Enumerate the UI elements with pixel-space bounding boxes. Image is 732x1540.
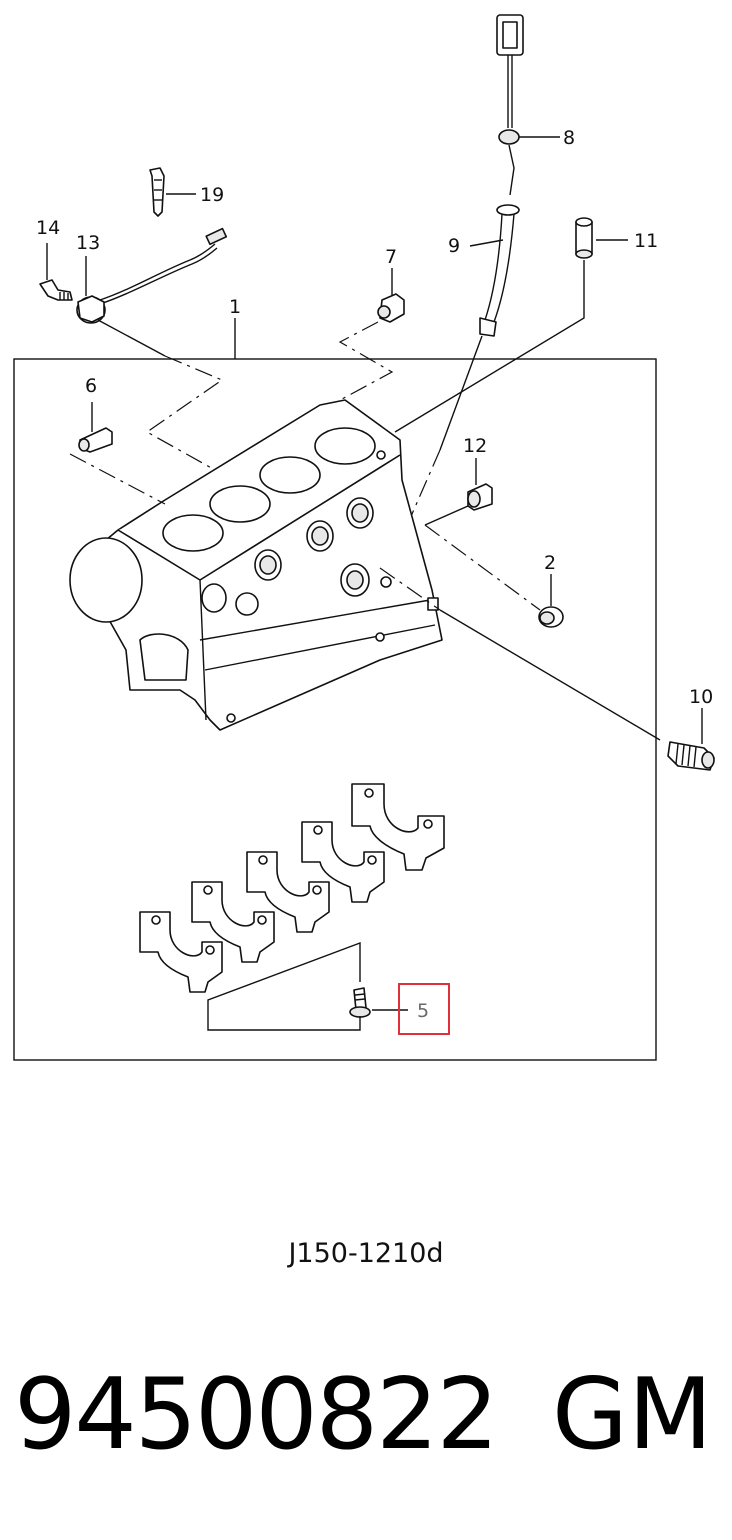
callout-12: 12 [463,435,487,457]
part-12-plug[interactable] [467,483,493,511]
part-14-sensor-bolt[interactable] [39,279,73,301]
part-10-threaded-plug[interactable] [667,741,715,771]
part-number: 94500822 [14,1358,499,1472]
callout-10: 10 [689,686,713,708]
part-8-dipstick[interactable] [496,14,524,196]
callout-19: 19 [200,184,224,206]
callout-1: 1 [229,296,241,318]
callout-11: 11 [634,230,658,252]
part-6-dowel-pin[interactable] [78,427,113,453]
part-13-knock-sensor[interactable] [76,227,228,324]
brand-name: GM [552,1358,713,1472]
drawing-code: J150-1210d [288,1238,444,1269]
callout-8: 8 [563,127,575,149]
callout-14: 14 [36,217,60,239]
callout-6: 6 [85,375,97,397]
engine-block[interactable] [69,399,443,731]
callout-13: 13 [76,232,100,254]
callout-2: 2 [544,552,556,574]
part-7-plug[interactable] [377,293,405,323]
callout-9: 9 [448,235,460,257]
main-bearing-caps[interactable] [139,783,445,993]
callout-7: 7 [385,246,397,268]
highlight-box [398,983,450,1035]
part-5-bearing-cap-bolt[interactable] [349,987,371,1018]
part-11-dowel-sleeve[interactable] [575,217,593,259]
assembly-frame [13,358,657,1061]
part-19-cable-tie[interactable] [149,167,165,217]
part-2-oil-seal[interactable] [538,606,564,628]
callout-5[interactable]: 5 [417,1000,429,1022]
